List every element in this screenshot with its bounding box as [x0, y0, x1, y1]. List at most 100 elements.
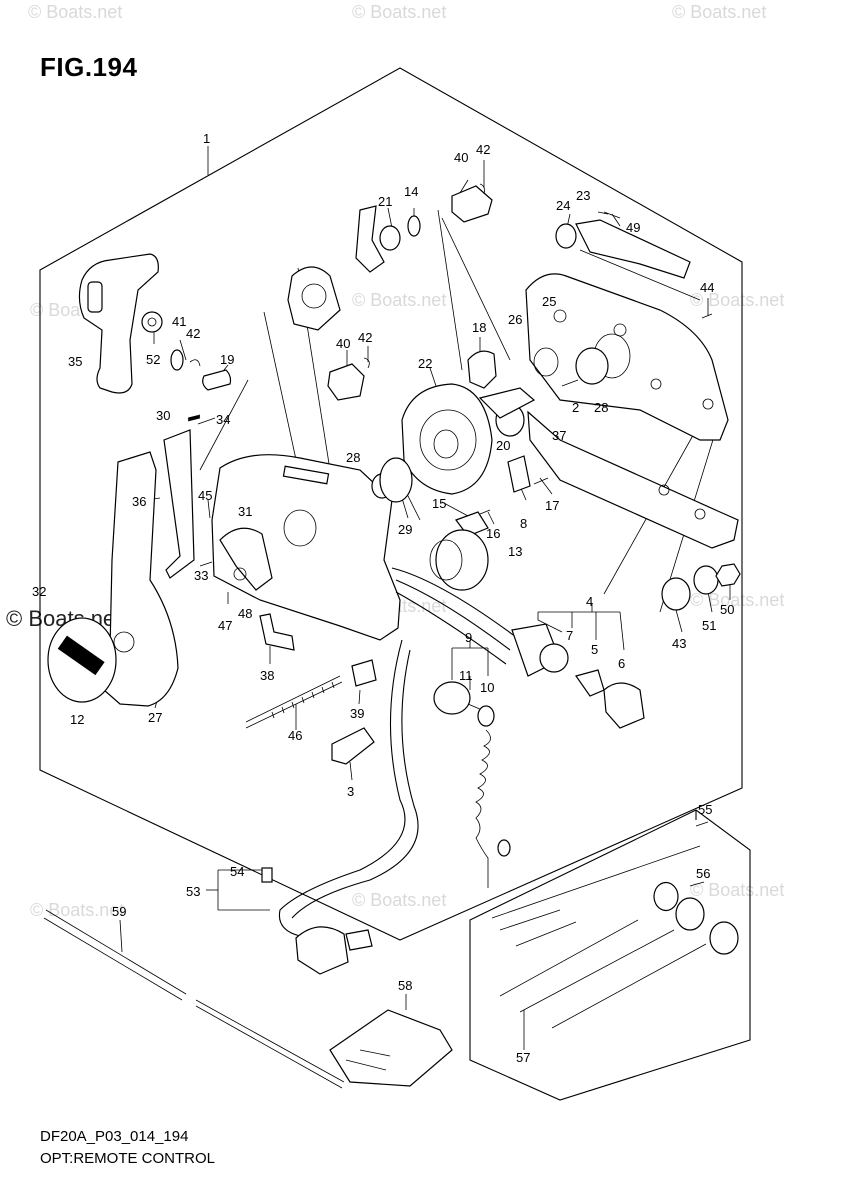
callout-54: 54: [230, 864, 244, 879]
callout-31: 31: [238, 504, 252, 519]
clip-38: [259, 613, 295, 651]
watermark: © Boats.net: [690, 290, 785, 310]
side-rail: [527, 410, 739, 549]
bracket-40: [451, 185, 493, 223]
assembly-outline: [39, 67, 743, 941]
drawing-code: DF20A_P03_014_194: [40, 1128, 189, 1145]
callout-35: 35: [68, 354, 82, 369]
control-lever: [103, 451, 179, 707]
nut-50: [715, 563, 741, 587]
figure-title: FIG.194: [40, 52, 138, 82]
top-bracket: [575, 219, 691, 279]
gear-plate-22: [401, 383, 493, 495]
callout-47: 47: [218, 618, 232, 633]
spacer-56c: [709, 921, 739, 955]
callout-21: 21: [378, 194, 392, 209]
callout-39: 39: [350, 706, 364, 721]
stop-switch: [433, 681, 471, 715]
callout-9: 9: [465, 630, 472, 645]
control-housing: [211, 454, 401, 641]
callout-27: 27: [148, 710, 162, 725]
spacer-56a: [653, 881, 679, 912]
bearing-28: [575, 347, 609, 385]
callout-10: 10: [480, 680, 494, 695]
callout-55: 55: [698, 802, 712, 817]
kit-bolts: [499, 919, 707, 1029]
callout-34: 34: [216, 412, 230, 427]
callout-6: 6: [618, 656, 625, 671]
callout-58: 58: [398, 978, 412, 993]
seal-29: [379, 457, 413, 503]
callout-38: 38: [260, 668, 274, 683]
seal-24: [555, 223, 577, 249]
drawing-caption: OPT:REMOTE CONTROL: [40, 1150, 216, 1167]
washer-51: [693, 565, 719, 595]
plate-3: [331, 727, 375, 765]
fuse-54: [261, 867, 273, 883]
callout-48: 48: [238, 606, 252, 621]
callout-43: 43: [672, 636, 686, 651]
watermark: © Boats.net: [28, 2, 123, 22]
callout-4: 4: [586, 594, 593, 609]
callout-25: 25: [542, 294, 556, 309]
watermark: © Boats.net: [690, 590, 785, 610]
spring: [187, 414, 201, 422]
callout-57: 57: [516, 1050, 530, 1065]
callout-28-right: 28: [594, 400, 608, 415]
wiring-harness: [391, 567, 521, 665]
washer-52: [141, 311, 163, 333]
callout-17: 17: [545, 498, 559, 513]
callout-42-top: 42: [476, 142, 490, 157]
callout-2: 2: [572, 400, 579, 415]
callout-23: 23: [576, 188, 590, 203]
detent-sector: [219, 527, 273, 591]
watermark: © Boats.net: [352, 890, 447, 910]
callout-7: 7: [566, 628, 573, 643]
callout-30: 30: [156, 408, 170, 423]
spacer-56b: [675, 897, 705, 931]
callout-labels: 1 2 3 4 5 6 7 8 9 10 11 12 13 14 15 16 1…: [32, 131, 734, 1065]
lever-bracket: [287, 266, 341, 331]
callout-45: 45: [198, 488, 212, 503]
bushing: [478, 387, 536, 419]
callout-59: 59: [112, 904, 126, 919]
control-box-cover: [525, 273, 729, 441]
watermark: © Boats.net: [352, 290, 447, 310]
callout-3: 3: [347, 784, 354, 799]
callout-37: 37: [552, 428, 566, 443]
connector-8: [507, 455, 531, 493]
arm: [163, 429, 195, 579]
callout-20: 20: [496, 438, 510, 453]
callout-52: 52: [146, 352, 160, 367]
callout-11: 11: [459, 668, 473, 683]
spacer-43: [661, 577, 691, 611]
shift-cam: [467, 350, 497, 389]
callout-22: 22: [418, 356, 432, 371]
watermark: © Boats.net: [352, 2, 447, 22]
callout-29: 29: [398, 522, 412, 537]
callout-8: 8: [520, 516, 527, 531]
callout-40-mid: 40: [336, 336, 350, 351]
lanyard: [475, 729, 491, 888]
key-cover-6: [603, 682, 645, 729]
callout-15: 15: [432, 496, 446, 511]
callout-13: 13: [508, 544, 522, 559]
callout-26: 26: [508, 312, 522, 327]
callout-56: 56: [696, 866, 710, 881]
throttle-cable: [43, 909, 187, 1001]
watermark: © Boats.net: [690, 880, 785, 900]
callout-19: 19: [220, 352, 234, 367]
cam-21: [355, 205, 385, 273]
key-5: [575, 669, 605, 697]
pin: [202, 369, 232, 391]
callout-12: 12: [70, 712, 84, 727]
callout-40-top: 40: [454, 150, 468, 165]
kit-ties: [491, 845, 701, 947]
callout-1: 1: [203, 131, 210, 146]
clip-39: [351, 659, 377, 687]
callout-5: 5: [591, 642, 598, 657]
callout-49: 49: [626, 220, 640, 235]
watermark: © Boats.net: [672, 2, 767, 22]
callout-32: 32: [32, 584, 46, 599]
